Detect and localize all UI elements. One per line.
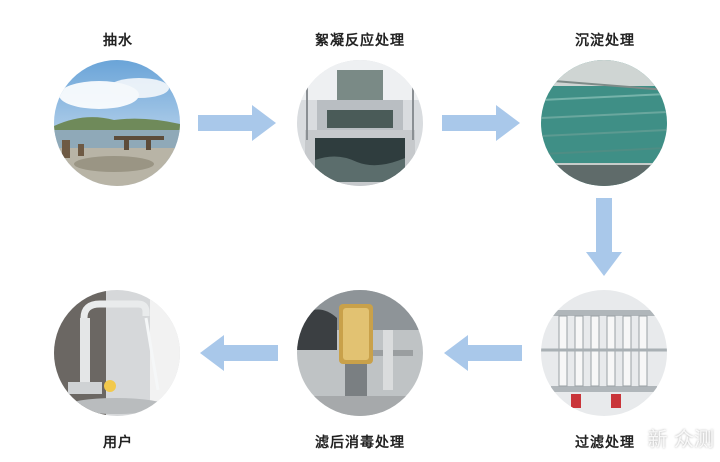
step-label-disinfection: 滤后消毒处理 bbox=[315, 435, 405, 451]
filtration-membranes-photo bbox=[541, 290, 667, 416]
step-label-water-intake: 抽水 bbox=[103, 33, 133, 49]
arrow-right-1 bbox=[198, 105, 276, 141]
arrow-left-2 bbox=[200, 335, 278, 371]
arrow-right-2 bbox=[442, 105, 520, 141]
disinfection-tank-photo bbox=[297, 290, 423, 416]
watermark: 新 众测 bbox=[647, 427, 714, 451]
arrow-left-1 bbox=[444, 335, 522, 371]
arrow-down bbox=[586, 198, 622, 276]
step-label-sedimentation: 沉淀处理 bbox=[575, 33, 635, 49]
step-label-user: 用户 bbox=[103, 435, 133, 451]
sedimentation-pool-photo bbox=[541, 60, 667, 186]
water-intake-photo bbox=[54, 60, 180, 186]
step-label-filtration: 过滤处理 bbox=[575, 435, 635, 451]
water-faucet-photo bbox=[54, 290, 180, 416]
step-label-flocculation: 絮凝反应处理 bbox=[315, 33, 405, 49]
flocculation-tank-photo bbox=[297, 60, 423, 186]
